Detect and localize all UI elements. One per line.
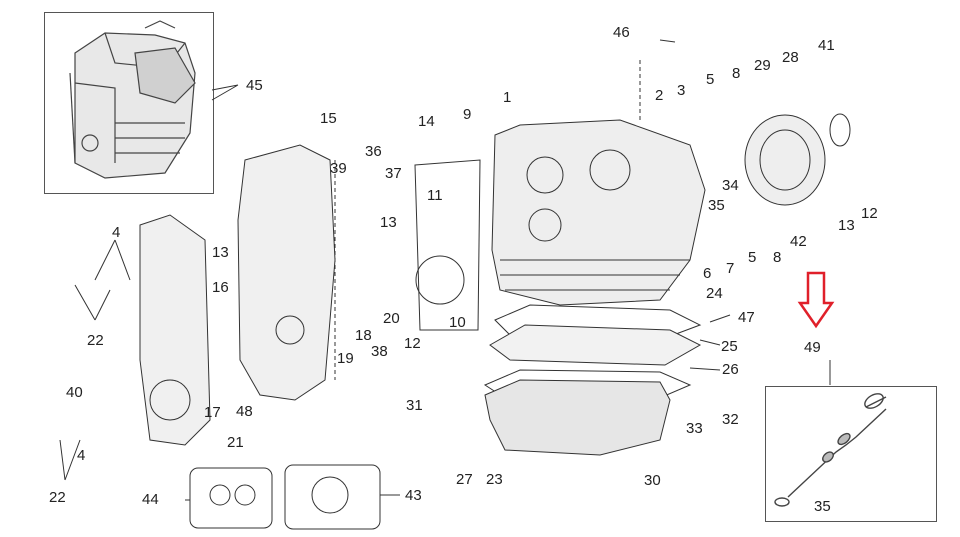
cover-14-drawing [414, 159, 481, 331]
callout-label: 15 [320, 110, 337, 127]
engine-assembly-inset [44, 12, 214, 194]
callout-label: 34 [722, 177, 739, 194]
callout-label: 13 [212, 244, 229, 261]
callout-label: 10 [449, 314, 466, 331]
engine-assembly-drawing [69, 20, 196, 179]
callout-label: 23 [486, 471, 503, 488]
outer-cover-21-drawing [139, 214, 211, 446]
callout-label: 48 [236, 403, 253, 420]
callout-label: 35 [708, 197, 725, 214]
callout-label: 8 [732, 65, 740, 82]
dipstick-inset [765, 386, 937, 522]
callout-label: 49 [804, 339, 821, 356]
callout-label: 8 [773, 249, 781, 266]
callout-label: 5 [706, 71, 714, 88]
callout-label: 43 [405, 487, 422, 504]
callout-label: 42 [790, 233, 807, 250]
callout-label: 38 [371, 343, 388, 360]
callout-label: 19 [337, 350, 354, 367]
callout-label: 45 [246, 77, 263, 94]
oil-pan-drawing [484, 379, 671, 456]
callout-labels: 45 46 1 2 3 5 8 29 28 41 15 14 9 36 39 3… [49, 24, 878, 515]
callout-label: 12 [404, 335, 421, 352]
callout-label: 14 [418, 113, 435, 130]
callout-label: 30 [644, 472, 661, 489]
callout-label: 9 [463, 106, 471, 123]
callout-label: 6 [703, 265, 711, 282]
callout-label: 46 [613, 24, 630, 41]
gasket-kit-44-drawing [189, 467, 273, 529]
flange-42-drawing [744, 114, 826, 206]
callout-label: 27 [456, 471, 473, 488]
dipstick-drawing [774, 393, 887, 507]
callout-label: 13 [380, 214, 397, 231]
callout-label: 31 [406, 397, 423, 414]
callout-label: 28 [782, 49, 799, 66]
callout-label: 33 [686, 420, 703, 437]
gasket-kit-43-drawing [284, 464, 381, 530]
sump-plate-drawing [489, 324, 702, 366]
crankcase-drawing [491, 119, 706, 306]
callout-label: 16 [212, 279, 229, 296]
highlight-arrow [797, 271, 835, 329]
timing-cover-15-drawing [237, 144, 336, 401]
callout-label: 4 [112, 224, 120, 241]
callout-label: 44 [142, 491, 159, 508]
callout-label: 40 [66, 384, 83, 401]
callout-label: 47 [738, 309, 755, 326]
callout-label: 24 [706, 285, 723, 302]
callout-label: 2 [655, 87, 663, 104]
callout-label: 17 [204, 404, 221, 421]
callout-label: 37 [385, 165, 402, 182]
callout-label: 22 [87, 332, 104, 349]
callout-label: 29 [754, 57, 771, 74]
callout-label: 25 [721, 338, 738, 355]
callout-label: 5 [748, 249, 756, 266]
callout-label: 41 [818, 37, 835, 54]
callout-label: 3 [677, 82, 685, 99]
callout-label: 32 [722, 411, 739, 428]
callout-label: 7 [726, 260, 734, 277]
callout-label: 36 [365, 143, 382, 160]
callout-label: 13 [838, 217, 855, 234]
callout-label: 20 [383, 310, 400, 327]
callout-label: 1 [503, 89, 511, 106]
callout-label: 35 [814, 498, 831, 515]
callout-label: 39 [330, 160, 347, 177]
callout-label: 11 [427, 187, 443, 204]
callout-label: 26 [722, 361, 739, 378]
callout-label: 12 [861, 205, 878, 222]
callout-label: 21 [227, 434, 244, 451]
callout-label: 4 [77, 447, 85, 464]
callout-label: 18 [355, 327, 372, 344]
callout-label: 22 [49, 489, 66, 506]
